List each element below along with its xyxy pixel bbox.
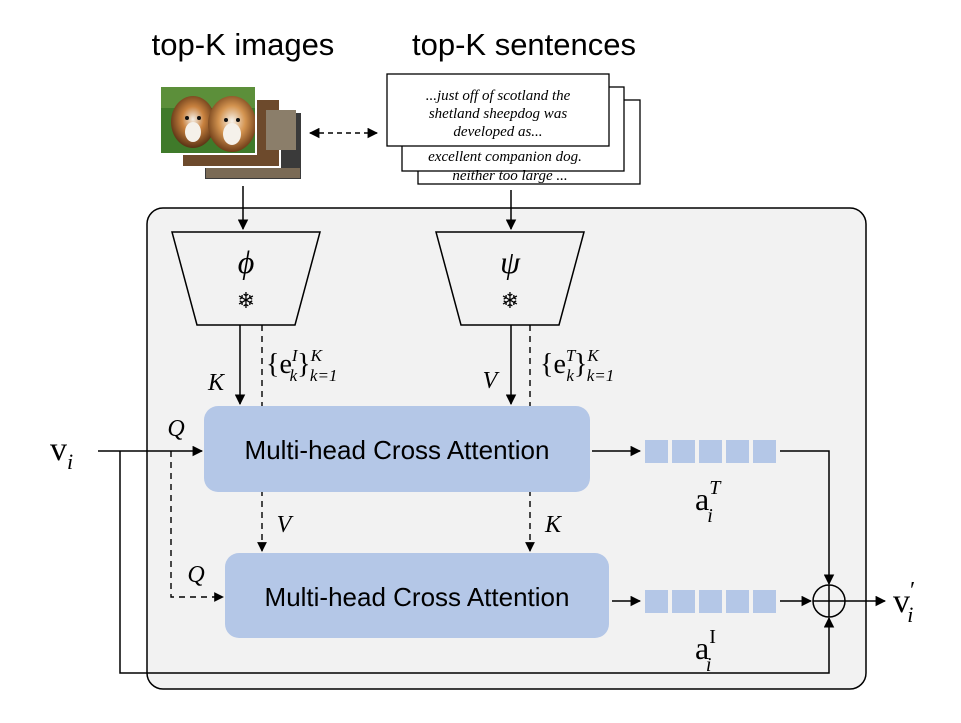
token (726, 440, 749, 463)
a-image-base: a (695, 630, 709, 666)
emb-img-set-sup: K (310, 346, 324, 365)
output-v-prime-i-label: v′i (893, 578, 915, 627)
bottom-cross-attention-label: Multi-head Cross Attention (265, 582, 570, 612)
token (699, 590, 722, 613)
sentence-card-back-text: neither too large ... (452, 168, 567, 184)
header-top-k-sentences: top-K sentences (412, 27, 636, 62)
sentence-card-middle-text: excellent companion dog. (428, 149, 582, 165)
a-text-sub: i (707, 505, 713, 527)
snowflake-icon: ❄ (501, 288, 519, 313)
token (645, 590, 668, 613)
a-text-sup: T (709, 477, 722, 499)
input-base: v (50, 431, 67, 468)
token (753, 440, 776, 463)
token (699, 440, 722, 463)
emb-txt-set-sub: k=1 (587, 366, 615, 385)
output-tokens-image (645, 590, 776, 613)
image-stack (159, 85, 303, 181)
top-cross-attention-block (204, 406, 590, 492)
label-v-bottom: V (277, 512, 294, 538)
psi-symbol: ψ (500, 244, 521, 280)
image-card-middle-edge (266, 110, 296, 150)
phi-symbol: ϕ (238, 244, 255, 280)
sentence-stack: neither too large ... excellent companio… (386, 73, 641, 185)
emb-img-sup: I (291, 346, 299, 365)
label-q-top: Q (167, 416, 184, 442)
result-sup: ′ (910, 578, 915, 604)
token (672, 590, 695, 613)
token (672, 440, 695, 463)
emb-txt-base: e (553, 349, 565, 380)
label-k-bottom: K (544, 512, 563, 538)
token (645, 440, 668, 463)
dashed-arrow-input-to-bottom-attention-q (170, 451, 224, 602)
token (726, 590, 749, 613)
bottom-cross-attention-block (225, 553, 609, 638)
a-image-sup: I (709, 626, 716, 648)
emb-txt-sub: k (566, 366, 574, 385)
sentence-line-3: developed as... (453, 124, 542, 140)
top-cross-attention-label: Multi-head Cross Attention (245, 435, 550, 465)
sentence-card-front (386, 73, 610, 147)
sum-node-icon (812, 584, 846, 618)
emb-txt-sup: T (566, 346, 577, 365)
a-image-sub: i (706, 654, 712, 676)
image-encoder-phi (171, 231, 321, 326)
token (753, 590, 776, 613)
emb-img-sub: k (290, 366, 298, 385)
text-encoder-psi (435, 231, 585, 326)
sentence-line-2: shetland sheepdog was (429, 106, 567, 122)
emb-img-set-sub: k=1 (310, 366, 338, 385)
label-q-bottom: Q (187, 562, 204, 588)
emb-txt-set-sup: K (586, 346, 600, 365)
arrow-text-tokens-to-sum (780, 450, 835, 586)
header-top-k-images: top-K images (152, 27, 335, 62)
residual-connection-arrow (119, 451, 835, 674)
label-k-top: K (207, 370, 226, 396)
snowflake-icon: ❄ (237, 288, 255, 313)
output-tokens-text (645, 440, 776, 463)
result-sub: i (907, 602, 913, 627)
input-v-i-label: vi (50, 431, 73, 474)
label-v-top: V (483, 368, 500, 394)
emb-img-base: e (279, 349, 291, 380)
input-sub: i (67, 449, 73, 474)
a-text-base: a (695, 481, 709, 517)
image-card-back-strip (206, 168, 300, 178)
image-card-front (160, 86, 256, 154)
result-base: v (893, 583, 910, 620)
sentence-line-1: ...just off of scotland the (426, 88, 571, 104)
